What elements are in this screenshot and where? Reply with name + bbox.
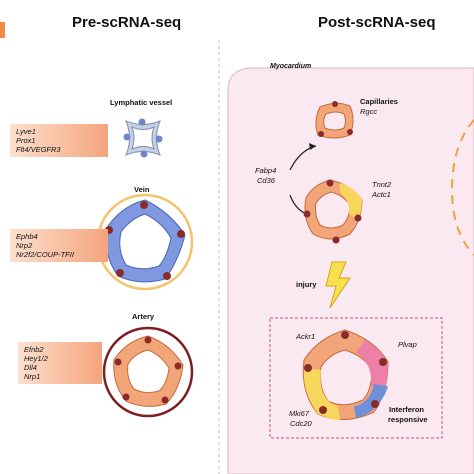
nucleus bbox=[155, 135, 163, 143]
nucleus bbox=[379, 358, 387, 366]
myocardium-label: Myocardium bbox=[270, 63, 312, 70]
lymphatic-vessel bbox=[123, 118, 163, 158]
nucleus bbox=[319, 406, 327, 414]
nucleus bbox=[304, 364, 312, 372]
yellow-segment bbox=[303, 368, 340, 420]
nucleus bbox=[354, 214, 362, 222]
gene-label: Lyve1 bbox=[16, 127, 36, 136]
nucleus bbox=[177, 230, 185, 238]
capillaries-gene: Rgcc bbox=[360, 107, 378, 116]
vein bbox=[96, 193, 194, 291]
artery bbox=[102, 326, 194, 418]
gene-label: Prox1 bbox=[16, 136, 36, 145]
gene-label: Nrp1 bbox=[24, 372, 41, 381]
nucleus bbox=[332, 236, 340, 244]
gene-label: Dll4 bbox=[24, 363, 37, 372]
myocardium-region bbox=[227, 67, 474, 474]
mki67-gene: Mki67 bbox=[289, 409, 310, 418]
fabp-gene: Fabp4 bbox=[255, 166, 277, 175]
nucleus bbox=[144, 336, 152, 344]
nucleus bbox=[114, 358, 122, 366]
myocardium-arc bbox=[450, 119, 474, 256]
gene-label: Ephb4 bbox=[16, 232, 38, 241]
nucleus bbox=[122, 393, 130, 401]
heading-post: Post-scRNA-seq bbox=[318, 14, 436, 31]
heading-pre: Pre-scRNA-seq bbox=[72, 14, 182, 31]
nucleus bbox=[140, 201, 148, 209]
nucleus bbox=[123, 133, 131, 141]
injury-label: injury bbox=[296, 280, 317, 289]
nucleus bbox=[303, 210, 311, 218]
blue-segment bbox=[354, 384, 388, 418]
gene-label: Hey1/2 bbox=[24, 354, 48, 363]
interferon-label-1: Interferon bbox=[389, 405, 425, 414]
general-capillary-cell bbox=[303, 179, 363, 244]
gene-label: Nrp2 bbox=[16, 241, 33, 250]
plvap-gene: Plvap bbox=[398, 340, 417, 349]
nucleus bbox=[341, 331, 349, 339]
injury-induced-cell bbox=[302, 329, 389, 420]
capillary-cell bbox=[315, 101, 354, 139]
nucleus bbox=[116, 269, 124, 277]
nucleus bbox=[163, 272, 171, 280]
nucleus bbox=[332, 101, 338, 107]
lymphatic-gene-box: Lyve1 Prox1 Flt4/VEGFR3 bbox=[10, 124, 108, 157]
cd36-gene: Cd36 bbox=[257, 176, 275, 185]
cdc20-gene: Cdc20 bbox=[290, 419, 312, 428]
vein-gene-box: Ephb4 Nrp2 Nr2f2/COUP-TFII bbox=[10, 229, 108, 262]
actc-gene: Actc1 bbox=[372, 190, 391, 199]
gene-label: Flt4/VEGFR3 bbox=[16, 145, 61, 154]
artery-gene-box: Efnb2 Hey1/2 Dll4 Nrp1 bbox=[18, 342, 102, 384]
pink-segment bbox=[356, 340, 388, 390]
gene-label: Efnb2 bbox=[24, 345, 44, 354]
arrowhead bbox=[309, 143, 316, 150]
yellow-segment bbox=[339, 183, 362, 220]
nucleus bbox=[174, 362, 182, 370]
capillaries-title: Capillaries bbox=[360, 97, 398, 106]
lymphatic-title: Lymphatic vessel bbox=[110, 98, 173, 107]
nucleus bbox=[326, 179, 334, 187]
ackr1-gene: Ackr1 bbox=[296, 332, 316, 341]
nucleus bbox=[161, 396, 169, 404]
accent-bar bbox=[0, 22, 5, 38]
tnnt-gene: Tnnt2 bbox=[372, 180, 392, 189]
artery-cell-ring bbox=[113, 335, 184, 407]
injury-dashed-box bbox=[269, 317, 443, 439]
injury-bolt-icon bbox=[325, 261, 351, 309]
nucleus bbox=[318, 131, 324, 137]
lymphatic-cell-ring bbox=[125, 120, 161, 156]
gene-label: Nr2f2/COUP-TFII bbox=[16, 250, 74, 259]
nucleus bbox=[138, 118, 146, 126]
nucleus bbox=[371, 400, 379, 408]
interferon-label-2: responsive bbox=[388, 415, 428, 424]
artery-title: Artery bbox=[132, 312, 155, 321]
vein-title: Vein bbox=[134, 185, 150, 194]
nucleus bbox=[347, 129, 353, 135]
nucleus bbox=[140, 150, 148, 158]
